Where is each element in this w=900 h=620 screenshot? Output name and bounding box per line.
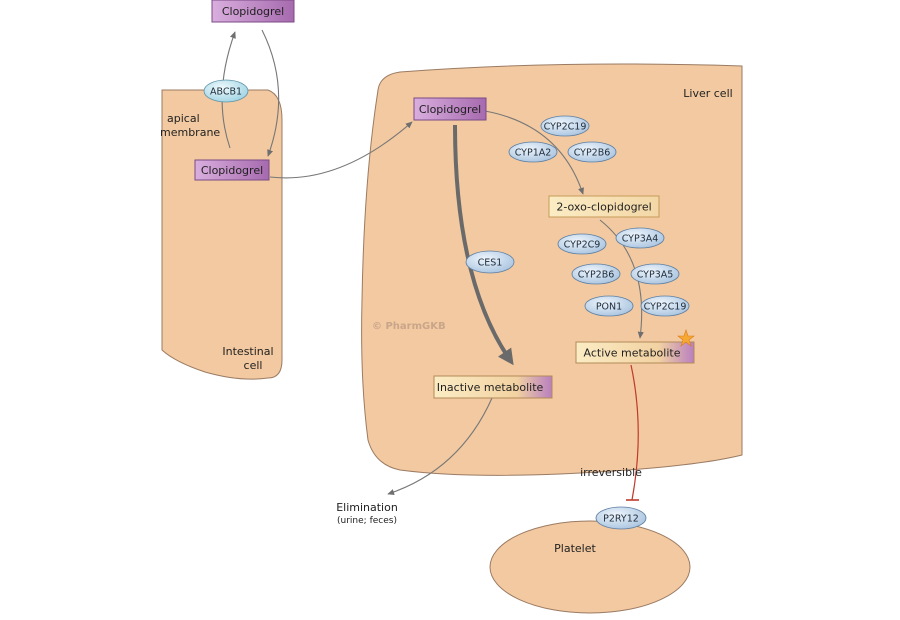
intestinal-cell-label-2: cell bbox=[244, 359, 263, 372]
enzyme-pon1: PON1 bbox=[584, 295, 634, 317]
enzyme-cyp2b6-step2: CYP2B6 bbox=[571, 263, 621, 285]
elimination-arrow bbox=[387, 397, 493, 495]
abcb1-label: ABCB1 bbox=[210, 87, 242, 98]
active-metabolite-label: Active metabolite bbox=[584, 347, 681, 360]
p2ry12-receptor: P2RY12 bbox=[595, 506, 647, 530]
enzyme-label: CYP2B6 bbox=[578, 270, 615, 281]
clopidogrel-top: Clopidogrel bbox=[211, 0, 295, 23]
enzyme-ces1: CES1 bbox=[465, 250, 515, 274]
enzyme-cyp2c19-step1: CYP2C19 bbox=[540, 115, 590, 137]
apical-membrane-label-1: apical bbox=[167, 112, 200, 125]
irreversible-label: irreversible bbox=[580, 466, 642, 479]
enzyme-cyp2b6-step1: CYP2B6 bbox=[567, 141, 617, 163]
clopidogrel-intestinal: Clopidogrel bbox=[194, 159, 270, 181]
apical-membrane-label-2: membrane bbox=[160, 126, 220, 139]
enzyme-cyp2c9: CYP2C9 bbox=[557, 233, 607, 255]
intestinal-cell-label-1: Intestinal bbox=[222, 345, 273, 358]
enzyme-cyp3a4: CYP3A4 bbox=[615, 227, 665, 249]
enzyme-label: CYP1A2 bbox=[515, 148, 552, 159]
elimination-route-label: (urine; feces) bbox=[337, 516, 397, 526]
enzyme-label: CYP2C19 bbox=[544, 122, 587, 133]
elimination-label: Elimination bbox=[336, 501, 398, 514]
p2ry12-label: P2RY12 bbox=[603, 514, 639, 525]
enzyme-label: CYP2B6 bbox=[574, 148, 611, 159]
enzyme-label: CYP3A4 bbox=[622, 234, 659, 245]
clopidogrel-liver: Clopidogrel bbox=[413, 97, 487, 121]
inactive-metabolite-label: Inactive metabolite bbox=[437, 381, 544, 394]
enzyme-label: CYP3A5 bbox=[637, 270, 674, 281]
enzyme-label: PON1 bbox=[596, 302, 622, 313]
enzyme-label: CYP2C19 bbox=[644, 302, 687, 313]
clopidogrel-top-label: Clopidogrel bbox=[222, 5, 284, 18]
clopidogrel-liver-label: Clopidogrel bbox=[419, 103, 481, 116]
platelet bbox=[489, 520, 691, 614]
inhibition-line bbox=[630, 364, 639, 501]
enzyme-label: CES1 bbox=[478, 258, 503, 269]
reactive-star-icon bbox=[677, 329, 695, 347]
enzyme-cyp1a2: CYP1A2 bbox=[508, 141, 558, 163]
enzyme-cyp3a5: CYP3A5 bbox=[630, 263, 680, 285]
inactive-metabolite: Inactive metabolite bbox=[433, 375, 553, 399]
uptake-arrow bbox=[261, 29, 280, 157]
absorption-arrow bbox=[269, 121, 413, 179]
abcb1-transporter: ABCB1 bbox=[203, 79, 249, 103]
oxidation-arrow-1 bbox=[484, 110, 584, 195]
liver-cell-label: Liver cell bbox=[683, 87, 732, 100]
2-oxo-clopidogrel-label: 2-oxo-clopidogrel bbox=[556, 201, 651, 214]
watermark: © PharmGKB bbox=[372, 321, 446, 332]
2-oxo-clopidogrel: 2-oxo-clopidogrel bbox=[548, 195, 660, 218]
enzyme-label: CYP2C9 bbox=[564, 240, 601, 251]
enzyme-cyp2c19-step2: CYP2C19 bbox=[640, 295, 690, 317]
active-metabolite: Active metabolite bbox=[575, 329, 695, 364]
platelet-label: Platelet bbox=[554, 542, 596, 555]
clopidogrel-intestinal-label: Clopidogrel bbox=[201, 164, 263, 177]
